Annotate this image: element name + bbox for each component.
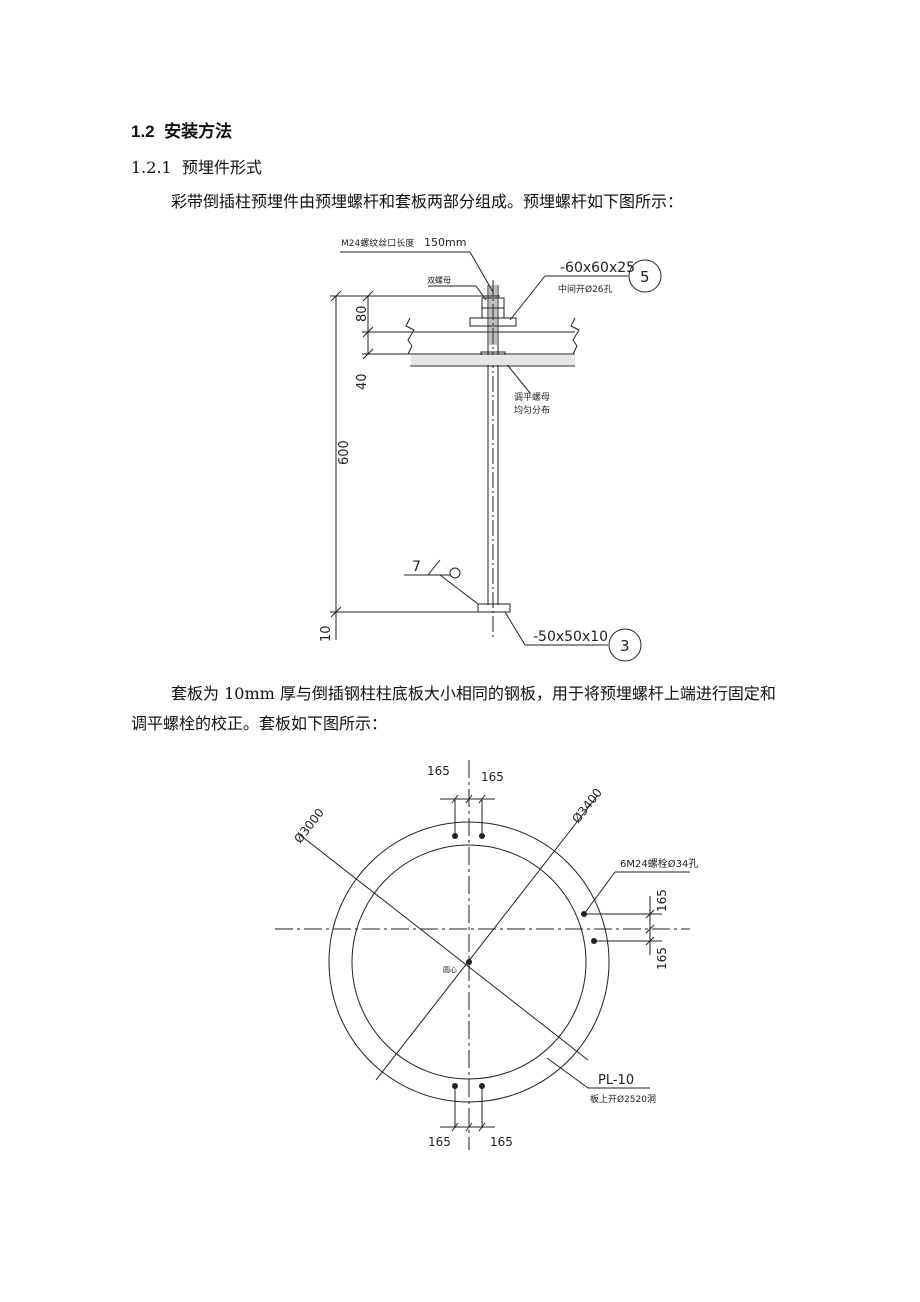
thread-length-note: M24螺纹丝口长度: [341, 237, 414, 249]
leveling-nut-note: 均匀分布: [514, 404, 550, 416]
bolt-hole-spec: 6M24螺栓Ø34孔: [620, 857, 698, 870]
weld-symbol: 7: [412, 559, 421, 575]
cover-plate-drawing: 165 165 165 165 165 165 Ø3400 Ø3000 6M24…: [275, 760, 698, 1150]
plate5-spec: -60x60x25: [560, 260, 635, 276]
thread-length-value: 150mm: [424, 236, 466, 249]
bolt-hole: [452, 833, 458, 839]
outer-diameter: Ø3400: [569, 786, 605, 826]
embedded-bolt-drawing: M24螺纹丝口长度 150mm 双螺母 -60x60x25 中间开Ø26孔 5 …: [319, 236, 662, 662]
dim-bottom-right: 165: [490, 1135, 513, 1149]
dim-600: 600: [337, 440, 352, 465]
section-heading: 1.2 安装方法: [131, 117, 232, 142]
thread-zone: [489, 285, 497, 345]
leveling-nut-label: 调平螺母: [514, 392, 550, 403]
dim-right-bottom: 165: [655, 947, 669, 970]
dim-80: 80: [355, 305, 370, 322]
double-nut-label: 双螺母: [427, 275, 451, 285]
subsection-title: 预埋件形式: [181, 158, 262, 177]
dim-bottom-left: 165: [428, 1135, 451, 1149]
inner-diameter: Ø3000: [291, 806, 327, 846]
bolt-hole: [452, 1083, 458, 1089]
bolt-hole: [591, 938, 597, 944]
bolt-hole: [581, 911, 587, 917]
bolt-hole: [479, 1083, 485, 1089]
plate-hole-spec: 板上开Ø2520洞: [590, 1093, 656, 1105]
plate-spec: PL-10: [598, 1073, 634, 1088]
subsection-heading: 1.2.1 预埋件形式: [131, 154, 262, 178]
paragraph-cover-plate: 套板为 10mm 厚与倒插钢柱柱底板大小相同的钢板，用于将预埋螺杆上端进行固定和…: [131, 684, 776, 733]
dim-10: 10: [319, 625, 334, 642]
bolt-hole: [479, 833, 485, 839]
concrete-hatch: [411, 355, 575, 365]
dim-top-right: 165: [481, 770, 504, 784]
plate3-id: 3: [620, 637, 630, 655]
plate3-spec: -50x50x10: [533, 629, 608, 645]
plate5-id: 5: [640, 268, 650, 286]
subsection-number: 1.2.1: [131, 158, 172, 177]
dim-40: 40: [355, 373, 370, 390]
dim-right-top: 165: [655, 889, 669, 912]
center-point: [466, 959, 472, 965]
paragraph-embedded-bolt: 彩带倒插柱预埋件由预埋螺杆和套板两部分组成。预埋螺杆如下图所示：: [171, 192, 684, 211]
section-title: 安装方法: [164, 122, 233, 141]
section-number: 1.2: [131, 122, 155, 141]
center-label: 圆心: [443, 966, 457, 974]
dim-top-left: 165: [427, 764, 450, 778]
plate5-hole: 中间开Ø26孔: [558, 283, 613, 295]
